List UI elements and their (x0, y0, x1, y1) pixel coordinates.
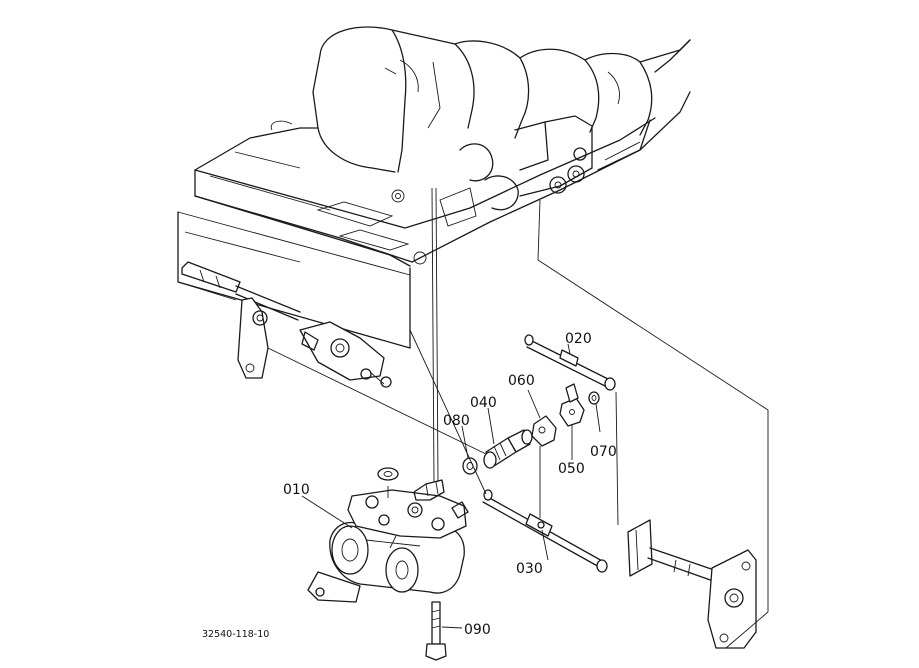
rod-030 (482, 489, 608, 573)
bolt-090 (425, 601, 447, 661)
assembly-guide-lines (177, 187, 769, 649)
part-labels: 010 020 030 040 050 060 070 080 090 3254… (202, 331, 617, 640)
valve-body-010 (307, 479, 469, 603)
label-040: 040 (470, 395, 497, 411)
label-090: 090 (464, 622, 491, 638)
drawing-code: 32540-118-10 (202, 629, 269, 640)
transmission-housing (177, 26, 691, 349)
washer-top (377, 467, 399, 498)
part-040 (483, 429, 533, 469)
label-080: 080 (443, 413, 470, 429)
label-050: 050 (558, 461, 585, 477)
label-030: 030 (516, 561, 543, 577)
label-010: 010 (283, 482, 310, 498)
part-060 (531, 415, 557, 447)
label-070: 070 (590, 444, 617, 460)
leader-lines (301, 343, 601, 629)
label-020: 020 (565, 331, 592, 347)
part-080 (462, 457, 478, 475)
part-050 (559, 383, 585, 427)
part-070 (588, 391, 600, 405)
right-shaft-assembly (627, 519, 757, 649)
label-060: 060 (508, 373, 535, 389)
rod-020 (524, 334, 616, 391)
left-shaft-assembly (181, 261, 392, 388)
